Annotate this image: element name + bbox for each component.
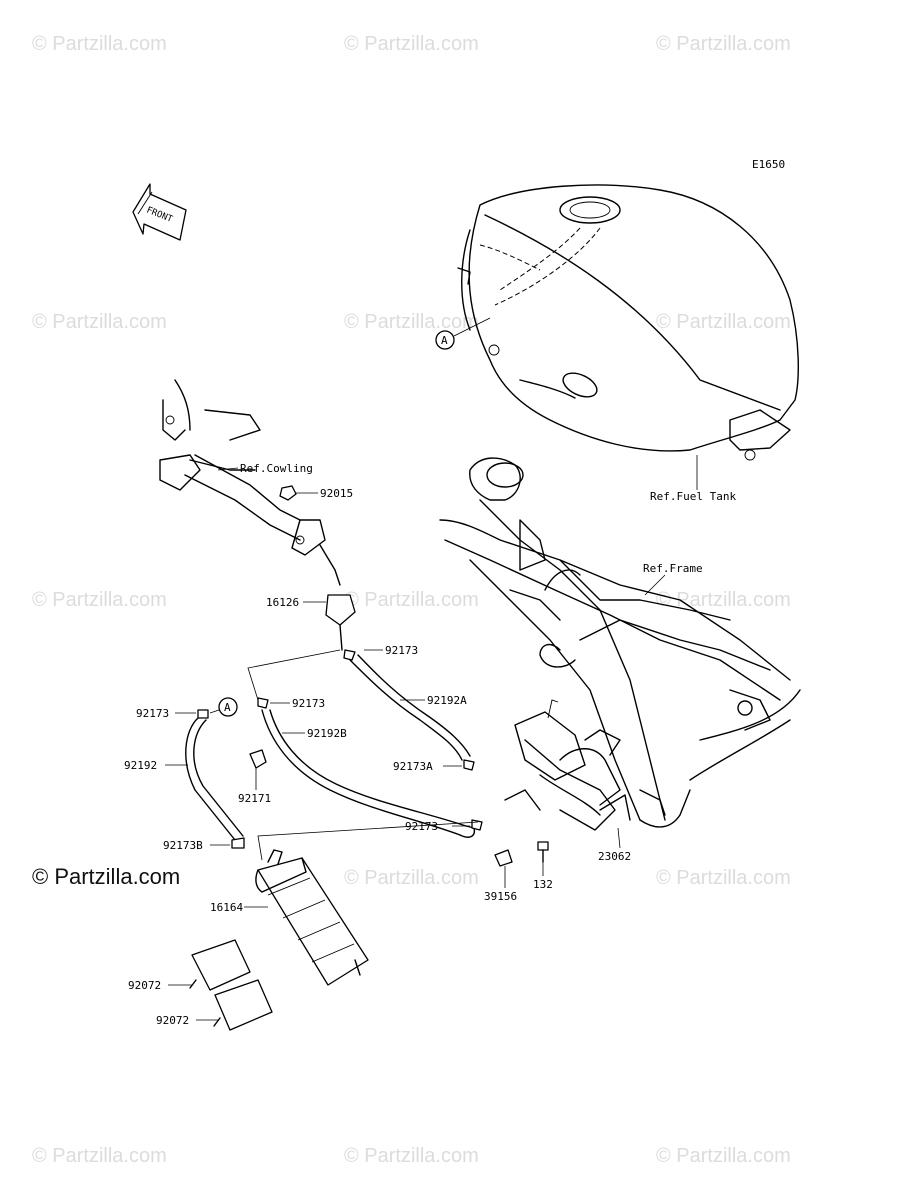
frame: Ref.Frame [439, 457, 801, 828]
part-label-92173-a: 92173 [385, 644, 418, 657]
clip-92173a: 92173A [393, 759, 475, 773]
watermark: © Partzilla.com [656, 589, 791, 611]
nut-92015: 92015 [279, 485, 353, 501]
callout-marker-a-label: A [441, 334, 448, 347]
callout-marker-a [435, 330, 455, 350]
part-label-23062: 23062 [598, 850, 631, 863]
watermark: © Partzilla.com [32, 1145, 167, 1167]
watermark: © Partzilla.com [344, 867, 479, 889]
band-92072-upper: 92072 [128, 939, 251, 992]
bolt-132: 132 [533, 841, 553, 891]
ref-cowling-label: Ref.Cowling [240, 462, 313, 475]
part-label-132: 132 [533, 878, 553, 891]
watermark-layer: © Partzilla.com © Partzilla.com © Partzi… [32, 33, 791, 1167]
cowling-bracket: Ref.Cowling [159, 379, 341, 586]
watermark: © Partzilla.com [656, 33, 791, 55]
part-label-16164: 16164 [210, 901, 243, 914]
watermark: © Partzilla.com [344, 33, 479, 55]
band-92072-lower: 92072 [156, 979, 273, 1031]
watermark: © Partzilla.com [344, 589, 479, 611]
clip-92173-upper: 92173 [257, 697, 325, 710]
part-label-39156: 39156 [484, 890, 517, 903]
part-label-92173-b: 92173 [292, 697, 325, 710]
part-label-16126: 16126 [266, 596, 299, 609]
brand-logo-text: © Partzilla.com [32, 864, 180, 889]
hose-92192: 92192 [124, 717, 244, 841]
valve-16126: 16126 [266, 594, 356, 651]
front-direction-arrow: FRONT [132, 183, 187, 241]
hose-92192b: 92192B [261, 709, 476, 838]
part-label-92072-b: 92072 [156, 1014, 189, 1027]
part-label-92173-d: 92173 [405, 820, 438, 833]
watermark: © Partzilla.com [344, 311, 479, 333]
diagram-code: E1650 [752, 158, 785, 171]
callout-marker-a [218, 697, 238, 717]
hose-92192a: 92173 92192A [343, 644, 471, 761]
valve-assembly-23062: 23062 [504, 699, 631, 863]
ref-fuel-tank-label: Ref.Fuel Tank [650, 490, 736, 503]
clip-92173b: 92173B [163, 837, 245, 852]
fuel-tank: A Ref.Fuel Tank [435, 184, 799, 503]
part-label-92173a: 92173A [393, 760, 433, 773]
part-label-92192a: 92192A [427, 694, 467, 707]
watermark: © Partzilla.com [656, 311, 791, 333]
watermark: © Partzilla.com [32, 33, 167, 55]
canister-16164: 16164 [210, 849, 369, 986]
part-label-92192: 92192 [124, 759, 157, 772]
part-label-92072-a: 92072 [128, 979, 161, 992]
clamp-92171: 92171 [238, 749, 271, 805]
watermark: © Partzilla.com [344, 1145, 479, 1167]
clip-92173-left: 92173 A [136, 697, 238, 720]
callout-marker-a-label: A [224, 701, 231, 714]
ref-frame-label: Ref.Frame [643, 562, 703, 575]
watermark: © Partzilla.com [32, 589, 167, 611]
part-label-92173-c: 92173 [136, 707, 169, 720]
part-label-92171: 92171 [238, 792, 271, 805]
grommet-39156: 39156 [484, 849, 517, 903]
watermark: © Partzilla.com [32, 311, 167, 333]
part-label-92192b: 92192B [307, 727, 347, 740]
watermark: © Partzilla.com [656, 1145, 791, 1167]
watermark: © Partzilla.com [656, 867, 791, 889]
part-label-92015: 92015 [320, 487, 353, 500]
part-label-92173b: 92173B [163, 839, 203, 852]
